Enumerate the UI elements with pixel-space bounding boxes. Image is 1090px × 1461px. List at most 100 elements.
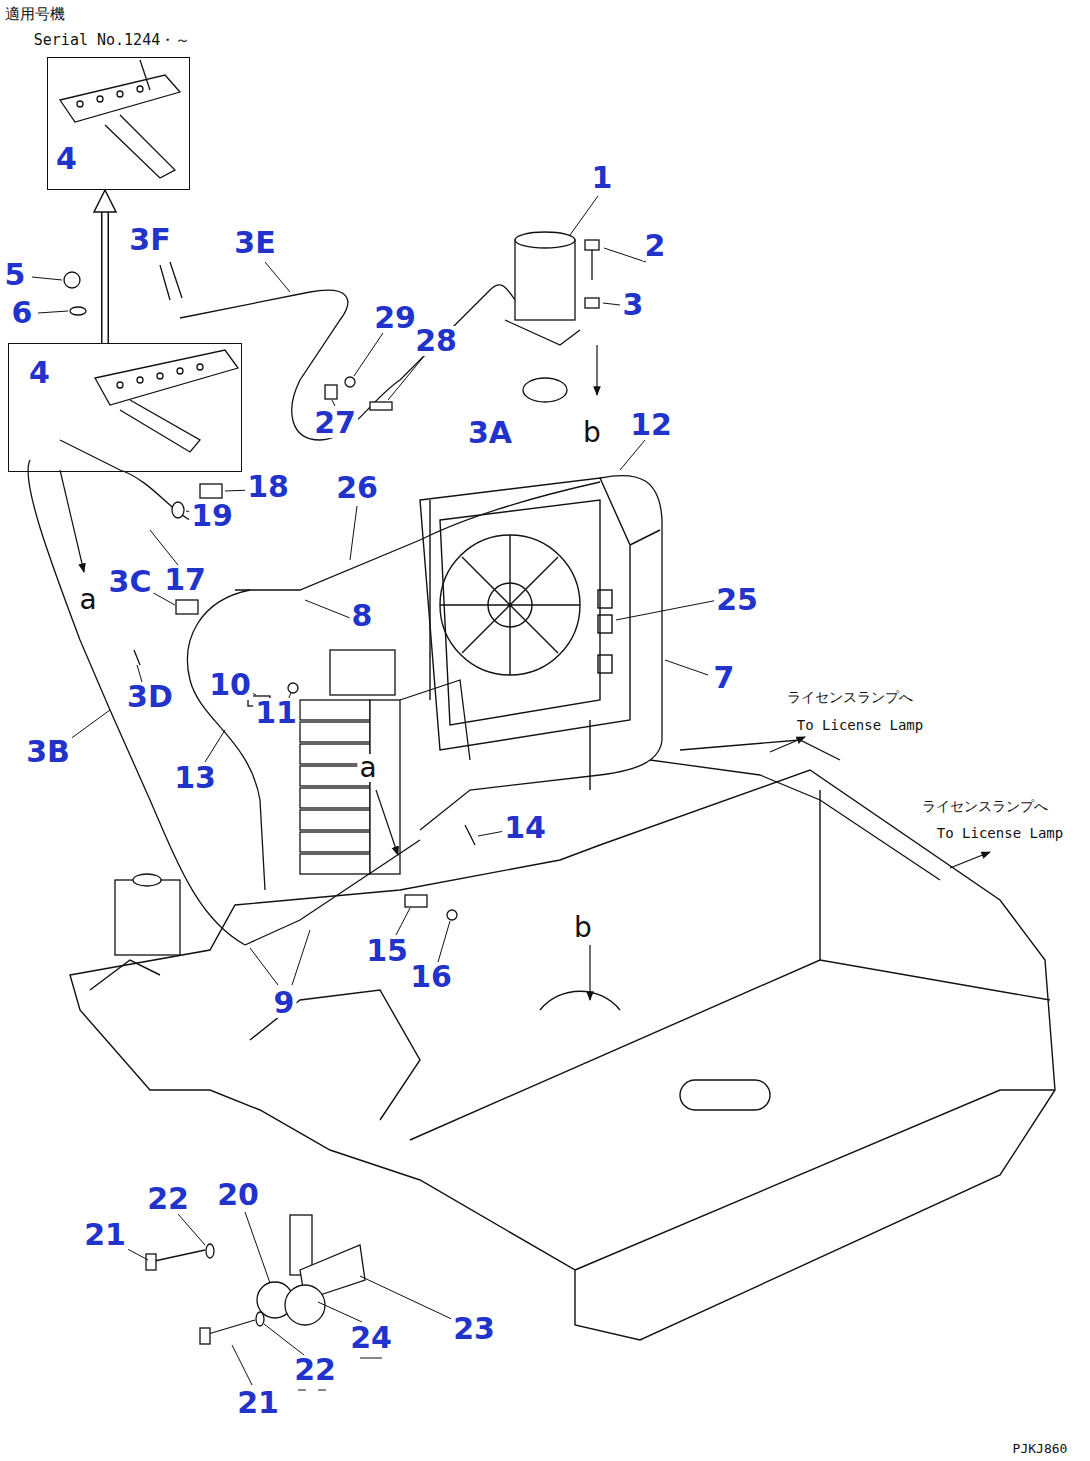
- part-4-drawings-part: [140, 60, 150, 90]
- upper-structure-part: [70, 770, 1055, 1340]
- radiator-part: [440, 500, 600, 725]
- callout-number: 4: [27, 358, 52, 388]
- routing-note: ライセンスランプへ: [920, 799, 1050, 813]
- control-valve-part: [300, 788, 370, 808]
- radiator-part: [430, 500, 660, 790]
- reference-arrows-part: [376, 790, 398, 855]
- reference-arrows-part: [589, 945, 590, 1000]
- radiator: [420, 478, 660, 790]
- view-reference: a: [77, 586, 98, 614]
- callout-number: 17: [162, 565, 208, 595]
- horn-assembly-part: [200, 1328, 210, 1344]
- hose-and-parts-part: [585, 298, 599, 308]
- callout-number: 10: [207, 670, 253, 700]
- wiring-harness-part: [680, 740, 840, 760]
- part-4-drawings-part: [97, 96, 103, 102]
- part-4-drawings-part: [117, 91, 123, 97]
- upper-structure-part: [90, 960, 160, 990]
- routing-note: To License Lamp: [935, 826, 1065, 840]
- hollow-arrow: [94, 190, 116, 343]
- hose-and-parts-part: [70, 307, 86, 315]
- hose-and-parts-part: [585, 240, 599, 250]
- part-4-drawings-part: [137, 86, 143, 92]
- callout-number: 21: [82, 1220, 128, 1250]
- callout-number: 3D: [125, 682, 175, 712]
- callout-number: 19: [189, 501, 235, 531]
- hose-and-parts-part: [515, 240, 575, 320]
- hose-and-parts-part: [370, 402, 392, 410]
- callout-number: 24: [348, 1323, 394, 1353]
- callout-number: 1: [590, 163, 615, 193]
- reference-arrows-part: [60, 470, 84, 572]
- callout-number: 18: [245, 472, 291, 502]
- wiring-harness: [28, 440, 940, 945]
- callout-number: 3A: [466, 418, 514, 448]
- control-valve-part: [115, 880, 180, 955]
- callout-number: 3C: [107, 567, 154, 597]
- hose-and-parts-part: [591, 250, 592, 280]
- hose-and-parts-part: [160, 262, 182, 300]
- reference-arrows: [60, 345, 990, 1000]
- inset-box: 4: [8, 343, 242, 472]
- callout-number: 22: [292, 1355, 338, 1385]
- callout-number: 15: [364, 936, 410, 966]
- radiator-part: [440, 535, 580, 675]
- hose-and-parts-part: [172, 502, 184, 518]
- inset-box: 4: [47, 57, 190, 190]
- hose-and-parts-part: [325, 385, 337, 399]
- control-valve-part: [370, 700, 400, 874]
- hose-and-parts-part: [176, 600, 198, 614]
- callout-number: 23: [451, 1314, 497, 1344]
- part-4-drawings-part: [77, 101, 83, 107]
- radiator-part: [598, 655, 612, 673]
- callout-number: 21: [235, 1388, 281, 1418]
- hose-and-parts-part: [523, 378, 567, 402]
- callout-number: 7: [712, 663, 737, 693]
- hose-and-parts-part: [288, 683, 298, 693]
- callout-number: 12: [628, 410, 674, 440]
- control-valve-part: [300, 854, 370, 874]
- control-valve-part: [330, 650, 395, 695]
- hose-and-parts-part: [505, 320, 580, 345]
- horn-assembly-part: [206, 1244, 214, 1258]
- part-4-drawings-part: [117, 382, 123, 388]
- hose-and-parts-part: [405, 895, 427, 907]
- control-valve: [115, 650, 400, 955]
- part-4-drawings: [60, 60, 238, 452]
- hose-and-parts-part: [345, 377, 355, 387]
- callout-number: 6: [10, 298, 35, 328]
- leader-lines-part: [32, 196, 646, 313]
- routing-note: To License Lamp: [795, 718, 925, 732]
- wiring-harness-part: [188, 590, 266, 890]
- wiring-harness-part: [400, 680, 470, 760]
- callout-number: 25: [714, 585, 760, 615]
- callout-number: 3F: [127, 225, 172, 255]
- wiring-harness-part: [28, 460, 245, 945]
- part-4-drawings-part: [120, 400, 200, 452]
- radiator-part: [598, 590, 612, 608]
- part-4-drawings-part: [95, 350, 238, 405]
- callout-number: 3: [621, 290, 646, 320]
- part-4-drawings-part: [137, 377, 143, 383]
- horn-assembly-part: [256, 1312, 264, 1326]
- callout-number: 16: [408, 962, 454, 992]
- part-4-drawings-part: [197, 364, 203, 370]
- hose-and-parts-part: [447, 910, 457, 920]
- upper-structure-part: [410, 960, 1050, 1140]
- callout-number: 4: [54, 144, 79, 174]
- view-reference: a: [357, 754, 378, 782]
- wiring-harness-part: [245, 840, 420, 945]
- callout-number: 13: [172, 763, 218, 793]
- leader-lines-part: [225, 330, 645, 560]
- hose-and-parts: [64, 232, 599, 920]
- drawing-code: PJKJ860: [1011, 1442, 1070, 1455]
- radiator-part: [598, 615, 612, 633]
- leader-lines-part: [62, 665, 510, 836]
- upper-structure: [70, 770, 1055, 1340]
- callout-number: 5: [3, 260, 28, 290]
- callout-number: 22: [145, 1184, 191, 1214]
- routing-note: ライセンスランプへ: [785, 690, 915, 704]
